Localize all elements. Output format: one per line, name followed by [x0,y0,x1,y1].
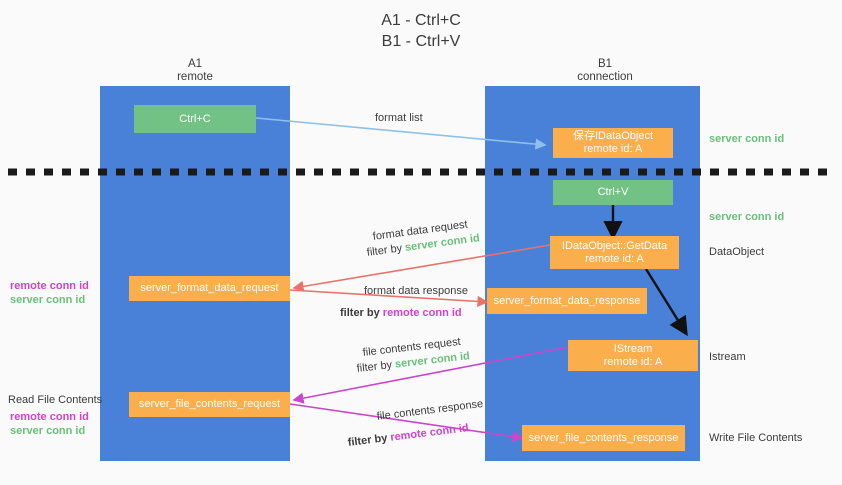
box-istream-line2: remote id: A [603,355,663,368]
right-label-istream: Istream [709,351,746,363]
box-server-format-data-response[interactable]: server_format_data_response [487,288,647,314]
box-ctrl-v-label: Ctrl+V [597,186,629,198]
box-server-format-data-response-label: server_format_data_response [493,294,641,307]
box-getdata[interactable]: IDataObject::GetData remote id: A [550,236,679,269]
edge-label-format-list: format list [375,112,423,124]
edge-label-file-response-filter: filter by remote conn id [347,421,469,450]
box-ctrl-c-label: Ctrl+C [179,112,211,125]
box-server-file-contents-request[interactable]: server_file_contents_request [129,392,290,417]
box-server-format-data-request-label: server_format_data_request [140,282,279,294]
right-label-server-conn-id-top: server conn id [709,133,785,145]
left-label-server-conn-id-a: server conn id [10,294,86,306]
page-title: A1 - Ctrl+C B1 - Ctrl+V [381,12,461,50]
left-label-remote-conn-id-b: remote conn id [10,411,89,423]
filter-value-remote-conn-id: remote conn id [382,307,462,319]
filter-prefix-2: filter by [340,307,383,319]
filter-value-remote-conn-id-2: remote conn id [389,422,470,444]
left-label-read-file-contents: Read File Contents [8,394,103,406]
left-label-server-conn-id-b: server conn id [10,425,86,437]
box-ctrl-v[interactable]: Ctrl+V [553,180,673,205]
box-server-file-contents-response-label: server_file_contents_response [528,431,679,444]
box-ctrl-c[interactable]: Ctrl+C [134,105,256,133]
filter-prefix: filter by [366,241,406,259]
edge-label-format-response-filter: filter by remote conn id [340,306,462,320]
column-header-b1: B1 connection [577,58,633,83]
column-header-a1: A1 remote [177,58,213,83]
box-save-idataobject-line1: 保存IDataObject [572,130,654,142]
box-istream-line1: IStream [613,342,653,355]
box-getdata-line1: IDataObject::GetData [561,239,668,252]
box-istream[interactable]: IStream remote id: A [568,340,698,371]
right-label-write-file-contents: Write File Contents [709,432,803,444]
left-label-conn-ids-a: remote conn id server conn id [10,279,89,307]
edge-label-file-contents-response: file contents response [376,397,484,423]
box-server-format-data-request[interactable]: server_format_data_request [129,276,290,301]
filter-prefix-4: filter by [347,431,392,449]
right-label-dataobject: DataObject [709,246,765,258]
left-label-conn-ids-b: remote conn id server conn id [10,410,89,438]
box-server-file-contents-response[interactable]: server_file_contents_response [522,425,685,451]
box-save-idataobject-line2: remote id: A [583,143,643,155]
box-save-idataobject[interactable]: 保存IDataObject remote id: A [553,128,673,158]
edge-label-format-data-response: format data response [364,285,468,297]
filter-prefix-3: filter by [356,358,396,375]
right-label-server-conn-id-mid: server conn id [709,211,785,223]
box-server-file-contents-request-label: server_file_contents_request [138,398,281,410]
left-label-remote-conn-id-a: remote conn id [10,280,89,292]
box-getdata-line2: remote id: A [585,252,644,265]
